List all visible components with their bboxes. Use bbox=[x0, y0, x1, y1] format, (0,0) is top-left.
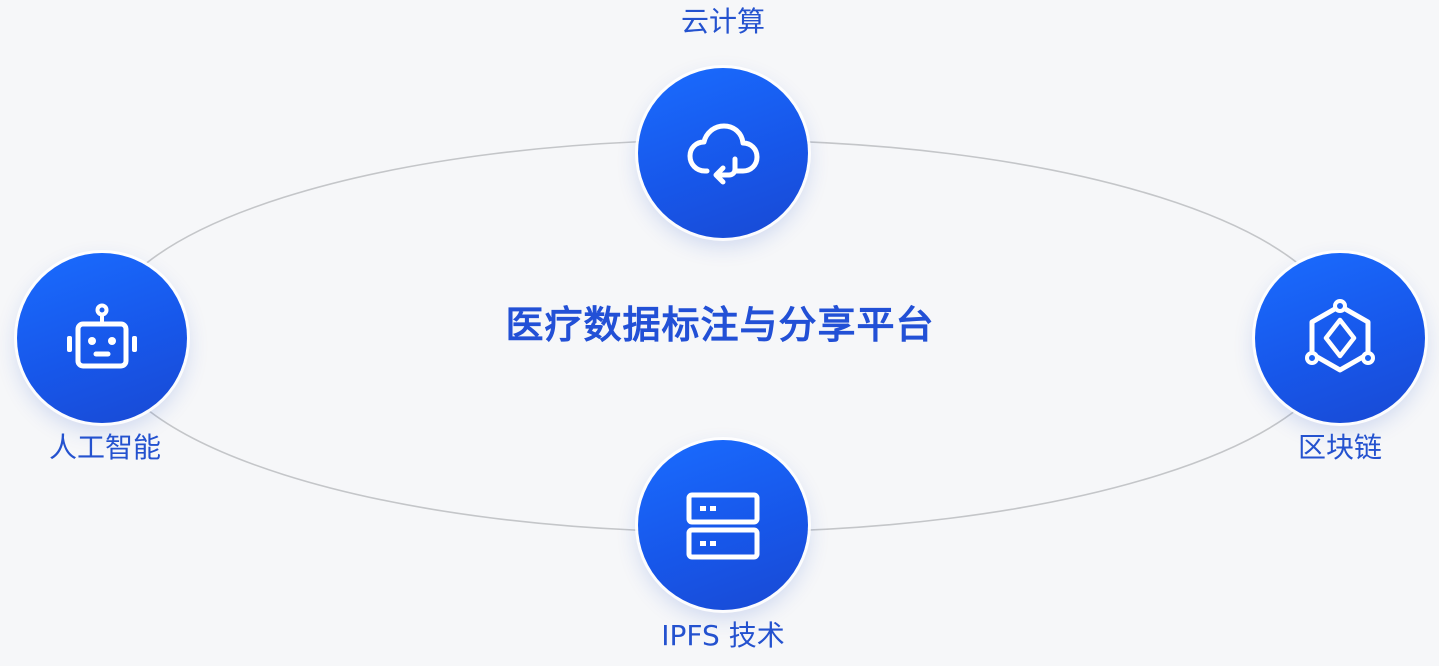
node-chain bbox=[1255, 253, 1425, 423]
node-label-cloud: 云计算 bbox=[680, 5, 765, 38]
node-label-ipfs: IPFS 技术 bbox=[661, 619, 785, 652]
server-storage-icon bbox=[686, 492, 760, 560]
node-ai bbox=[17, 253, 187, 423]
node-cloud bbox=[638, 68, 808, 238]
center-title: 医疗数据标注与分享平台 bbox=[505, 303, 935, 347]
node-label-ai: 人工智能 bbox=[48, 431, 161, 464]
node-ipfs bbox=[638, 440, 808, 610]
cloud-sync-icon bbox=[687, 123, 760, 185]
node-label-chain: 区块链 bbox=[1297, 431, 1382, 464]
robot-icon bbox=[67, 303, 137, 369]
blockchain-cube-icon bbox=[1305, 299, 1375, 373]
